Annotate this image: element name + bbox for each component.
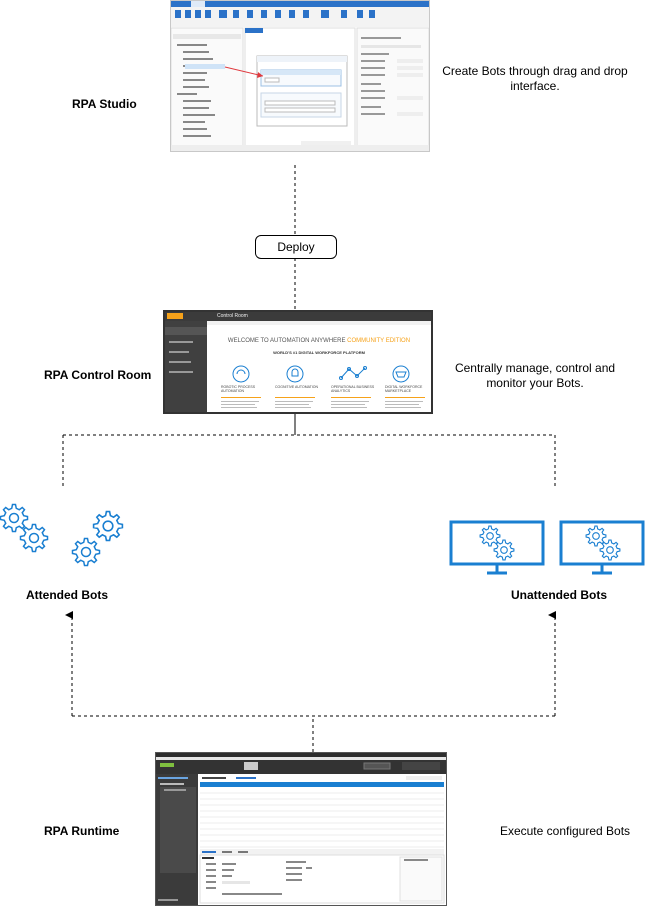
control-room-welcome: WELCOME TO AUTOMATION ANYWHERE COMMUNITY… bbox=[207, 338, 431, 344]
unattended-bots-title: Unattended Bots bbox=[511, 588, 607, 602]
runtime-screenshot-art bbox=[156, 753, 446, 905]
attended-bots-title: Attended Bots bbox=[26, 588, 108, 602]
control-room-sidebar-item bbox=[169, 341, 193, 343]
gear-icon bbox=[19, 523, 49, 553]
runtime-description: Execute configured Bots bbox=[499, 824, 631, 838]
feature-marketplace-label: DIGITAL WORKFORCE MARKETPLACE bbox=[385, 385, 423, 393]
control-room-description: Centrally manage, control and monitor yo… bbox=[454, 361, 616, 390]
studio-title: RPA Studio bbox=[72, 97, 137, 111]
feature-cognitive-label: COGNITIVE AUTOMATION bbox=[275, 385, 319, 389]
control-room-screenshot: Control Room WELCOME TO AUTOMATION ANYWH… bbox=[163, 310, 433, 414]
control-room-title: RPA Control Room bbox=[44, 368, 152, 382]
attended-bots-gears-icon bbox=[0, 503, 124, 567]
control-room-window-title: Control Room bbox=[217, 313, 248, 319]
runtime-screenshot bbox=[155, 752, 447, 906]
studio-description: Create Bots through drag and drop interf… bbox=[442, 64, 628, 93]
studio-screenshot bbox=[170, 0, 430, 152]
control-room-sidebar-item bbox=[169, 361, 191, 363]
gear-icon bbox=[71, 537, 101, 567]
studio-screenshot-art bbox=[171, 1, 429, 151]
automation-anywhere-logo bbox=[167, 313, 183, 319]
deploy-label: Deploy bbox=[277, 240, 315, 254]
deploy-box: Deploy bbox=[255, 235, 337, 259]
unattended-bots-monitors-icon bbox=[449, 520, 645, 575]
monitor-icon bbox=[449, 520, 545, 575]
control-room-breadcrumb-bar bbox=[207, 321, 431, 325]
control-room-subheading: WORLD'S #1 DIGITAL WORKFORCE PLATFORM bbox=[273, 350, 365, 355]
welcome-text: WELCOME TO AUTOMATION ANYWHERE bbox=[227, 338, 346, 344]
gear-icon bbox=[92, 510, 124, 542]
feature-analytics-label: OPERATIONAL BUSINESS ANALYTICS bbox=[331, 385, 375, 393]
control-room-feature-art bbox=[221, 365, 425, 408]
runtime-title: RPA Runtime bbox=[44, 824, 120, 838]
gear-icon bbox=[0, 503, 29, 533]
control-room-sidebar bbox=[165, 321, 207, 412]
monitor-icon bbox=[559, 520, 645, 575]
control-room-sidebar-item bbox=[169, 371, 193, 373]
feature-rpa-label: ROBOTIC PROCESS AUTOMATION bbox=[221, 385, 256, 393]
control-room-sidebar-item bbox=[165, 327, 207, 335]
edition-text: COMMUNITY EDITION bbox=[347, 338, 411, 344]
control-room-sidebar-item bbox=[169, 351, 189, 353]
control-room-topbar bbox=[165, 312, 431, 321]
